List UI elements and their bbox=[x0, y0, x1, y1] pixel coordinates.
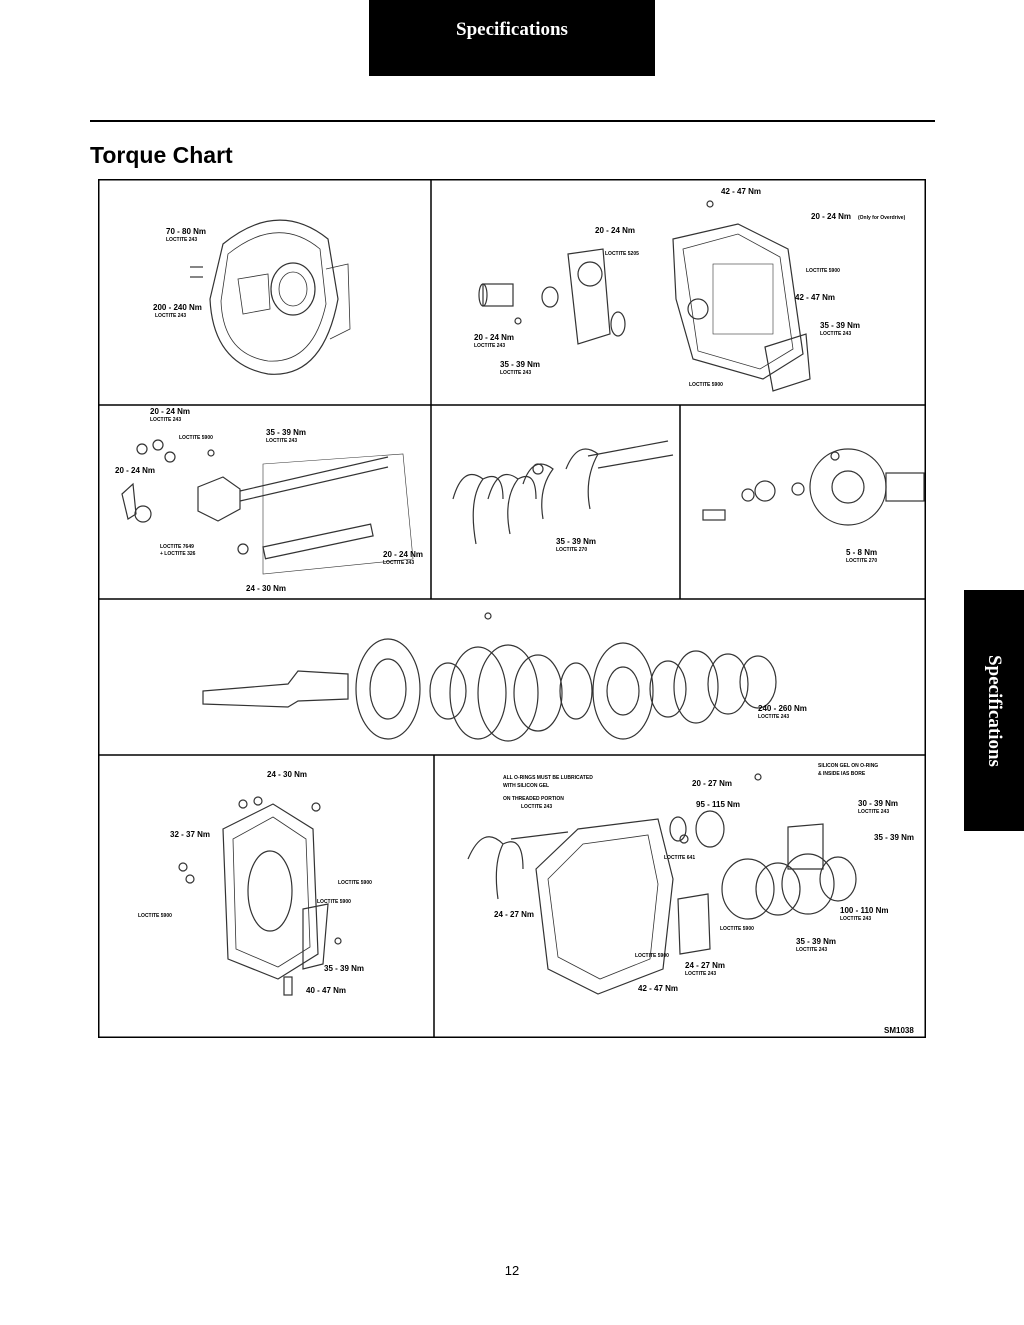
panel-range-housing: ALL O-RINGS MUST BE LUBRICATED WITH SILI… bbox=[467, 763, 914, 995]
panel-grid bbox=[98, 179, 926, 1038]
panel-mainshaft: 240 - 260 Nm LOCTITE 243 bbox=[202, 612, 807, 742]
p7-loctite-a: LOCTITE 5900 bbox=[338, 880, 372, 886]
p2-torque-9: 35 - 39 Nm bbox=[500, 360, 540, 369]
p2-torque-2: 20 - 24 Nm bbox=[595, 226, 635, 235]
panel-output-shaft: 5 - 8 Nm LOCTITE 270 bbox=[702, 448, 925, 564]
page-number: 12 bbox=[504, 1263, 520, 1278]
p2-torque-1: 42 - 47 Nm bbox=[721, 187, 761, 196]
p1-torque-2: 200 - 240 Nm bbox=[153, 303, 202, 312]
p3-torque-7: 20 - 24 Nm bbox=[383, 550, 423, 559]
torque-chart-figure: 70 - 80 Nm LOCTITE 243 200 - 240 Nm LOCT… bbox=[98, 179, 926, 1038]
p2-torque-8: 20 - 24 Nm bbox=[474, 333, 514, 342]
p2-loctite-8: LOCTITE 243 bbox=[474, 343, 505, 349]
p2-loctite-9: LOCTITE 243 bbox=[500, 370, 531, 376]
p2-loctite-5205: LOCTITE 5205 bbox=[605, 251, 639, 257]
p8-torque-10: 35 - 39 Nm bbox=[874, 833, 914, 842]
p7-torque-2: 32 - 37 Nm bbox=[170, 830, 210, 839]
panel-main-case: 42 - 47 Nm 20 - 24 Nm 20 - 24 Nm (Only f… bbox=[474, 187, 906, 392]
shift-forks-drawing bbox=[452, 440, 674, 545]
p8-note-silicon-1: SILICON GEL ON O-RING bbox=[818, 763, 878, 769]
p8-note-line2: WITH SILICON GEL bbox=[503, 783, 549, 789]
figure-id-label: SM1038 bbox=[884, 1026, 914, 1035]
p3-torque-4: 20 - 24 Nm bbox=[115, 466, 155, 475]
p8-note-line3: ON THREADED PORTION bbox=[503, 796, 564, 802]
p5-loctite-1: LOCTITE 270 bbox=[846, 558, 877, 564]
p8-torque-18: 42 - 47 Nm bbox=[638, 984, 678, 993]
p1-loctite-1: LOCTITE 243 bbox=[166, 237, 197, 243]
main-case-drawing bbox=[478, 200, 811, 392]
p8-loctite-9: LOCTITE 243 bbox=[858, 809, 889, 815]
p6-loctite-1: LOCTITE 243 bbox=[758, 714, 789, 720]
bell-housing-drawing bbox=[190, 219, 351, 375]
panel-bell-housing: 70 - 80 Nm LOCTITE 243 200 - 240 Nm LOCT… bbox=[153, 219, 351, 375]
p8-torque-9: 30 - 39 Nm bbox=[858, 799, 898, 808]
p2-overdrive-note: (Only for Overdrive) bbox=[858, 215, 906, 221]
p6-torque-1: 240 - 260 Nm bbox=[758, 704, 807, 713]
p7-loctite-c: LOCTITE 5900 bbox=[138, 913, 172, 919]
p2-torque-7: 35 - 39 Nm bbox=[820, 321, 860, 330]
p3-loctite-1: LOCTITE 243 bbox=[150, 417, 181, 423]
p2-torque-6: 42 - 47 Nm bbox=[795, 293, 835, 302]
p7-torque-7: 40 - 47 Nm bbox=[306, 986, 346, 995]
p1-torque-1: 70 - 80 Nm bbox=[166, 227, 206, 236]
p3-loctite-7649: LOCTITE 7649 bbox=[160, 544, 194, 550]
header-rule bbox=[90, 120, 935, 122]
p3-torque-8: 24 - 30 Nm bbox=[246, 584, 286, 593]
p8-loctite-641: LOCTITE 641 bbox=[664, 855, 695, 861]
p2-loctite-5900-a: LOCTITE 5900 bbox=[806, 268, 840, 274]
p3-loctite-5900: LOCTITE 5900 bbox=[179, 435, 213, 441]
p8-torque-17: 24 - 27 Nm bbox=[685, 961, 725, 970]
p8-loctite-13: LOCTITE 243 bbox=[840, 916, 871, 922]
header-section-tab: Specifications bbox=[369, 0, 655, 76]
p5-torque-1: 5 - 8 Nm bbox=[846, 548, 877, 557]
side-section-tab: Specifications bbox=[964, 590, 1024, 831]
output-shaft-drawing bbox=[702, 448, 925, 526]
p8-loctite-243: LOCTITE 243 bbox=[521, 804, 552, 810]
p8-torque-15: 35 - 39 Nm bbox=[796, 937, 836, 946]
p8-loctite-17: LOCTITE 243 bbox=[685, 971, 716, 977]
mainshaft-drawing bbox=[202, 612, 777, 742]
p8-note-line1: ALL O-RINGS MUST BE LUBRICATED bbox=[503, 775, 593, 781]
p3-torque-1: 20 - 24 Nm bbox=[150, 407, 190, 416]
p3-torque-3: 35 - 39 Nm bbox=[266, 428, 306, 437]
p8-torque-5: 20 - 27 Nm bbox=[692, 779, 732, 788]
p8-loctite-15: LOCTITE 243 bbox=[796, 947, 827, 953]
p7-torque-1: 24 - 30 Nm bbox=[267, 770, 307, 779]
p8-loctite-5900-b: LOCTITE 5900 bbox=[635, 953, 669, 959]
shift-cover-drawing bbox=[121, 439, 414, 575]
p8-note-silicon-2: & INSIDE IAS BORE bbox=[818, 771, 866, 777]
p2-loctite-5900-b: LOCTITE 5900 bbox=[689, 382, 723, 388]
panel-rear-housing: 24 - 30 Nm 32 - 37 Nm LOCTITE 5900 LOCTI… bbox=[138, 770, 372, 996]
p8-loctite-5900-a: LOCTITE 5900 bbox=[720, 926, 754, 932]
page-title: Torque Chart bbox=[90, 142, 233, 168]
p3-loctite-7: LOCTITE 243 bbox=[383, 560, 414, 566]
p8-torque-12: 24 - 27 Nm bbox=[494, 910, 534, 919]
p1-loctite-2: LOCTITE 243 bbox=[155, 313, 186, 319]
range-housing-drawing bbox=[467, 773, 857, 995]
panel-shift-cover: 20 - 24 Nm LOCTITE 243 LOCTITE 5900 35 -… bbox=[115, 407, 423, 593]
rear-housing-drawing bbox=[178, 796, 342, 996]
p4-loctite-1: LOCTITE 270 bbox=[556, 547, 587, 553]
p2-loctite-7: LOCTITE 243 bbox=[820, 331, 851, 337]
p4-torque-1: 35 - 39 Nm bbox=[556, 537, 596, 546]
p2-torque-3: 20 - 24 Nm bbox=[811, 212, 851, 221]
p7-torque-6: 35 - 39 Nm bbox=[324, 964, 364, 973]
p7-loctite-b: LOCTITE 5900 bbox=[317, 899, 351, 905]
p8-torque-13: 100 - 110 Nm bbox=[840, 906, 888, 915]
p3-loctite-3: LOCTITE 243 bbox=[266, 438, 297, 444]
header-section-label: Specifications bbox=[456, 19, 568, 40]
p8-torque-8: 95 - 115 Nm bbox=[696, 800, 740, 809]
p3-loctite-326: + LOCTITE 326 bbox=[160, 551, 196, 557]
side-section-label: Specifications bbox=[984, 654, 1005, 767]
panel-shift-forks: 35 - 39 Nm LOCTITE 270 bbox=[452, 440, 674, 553]
